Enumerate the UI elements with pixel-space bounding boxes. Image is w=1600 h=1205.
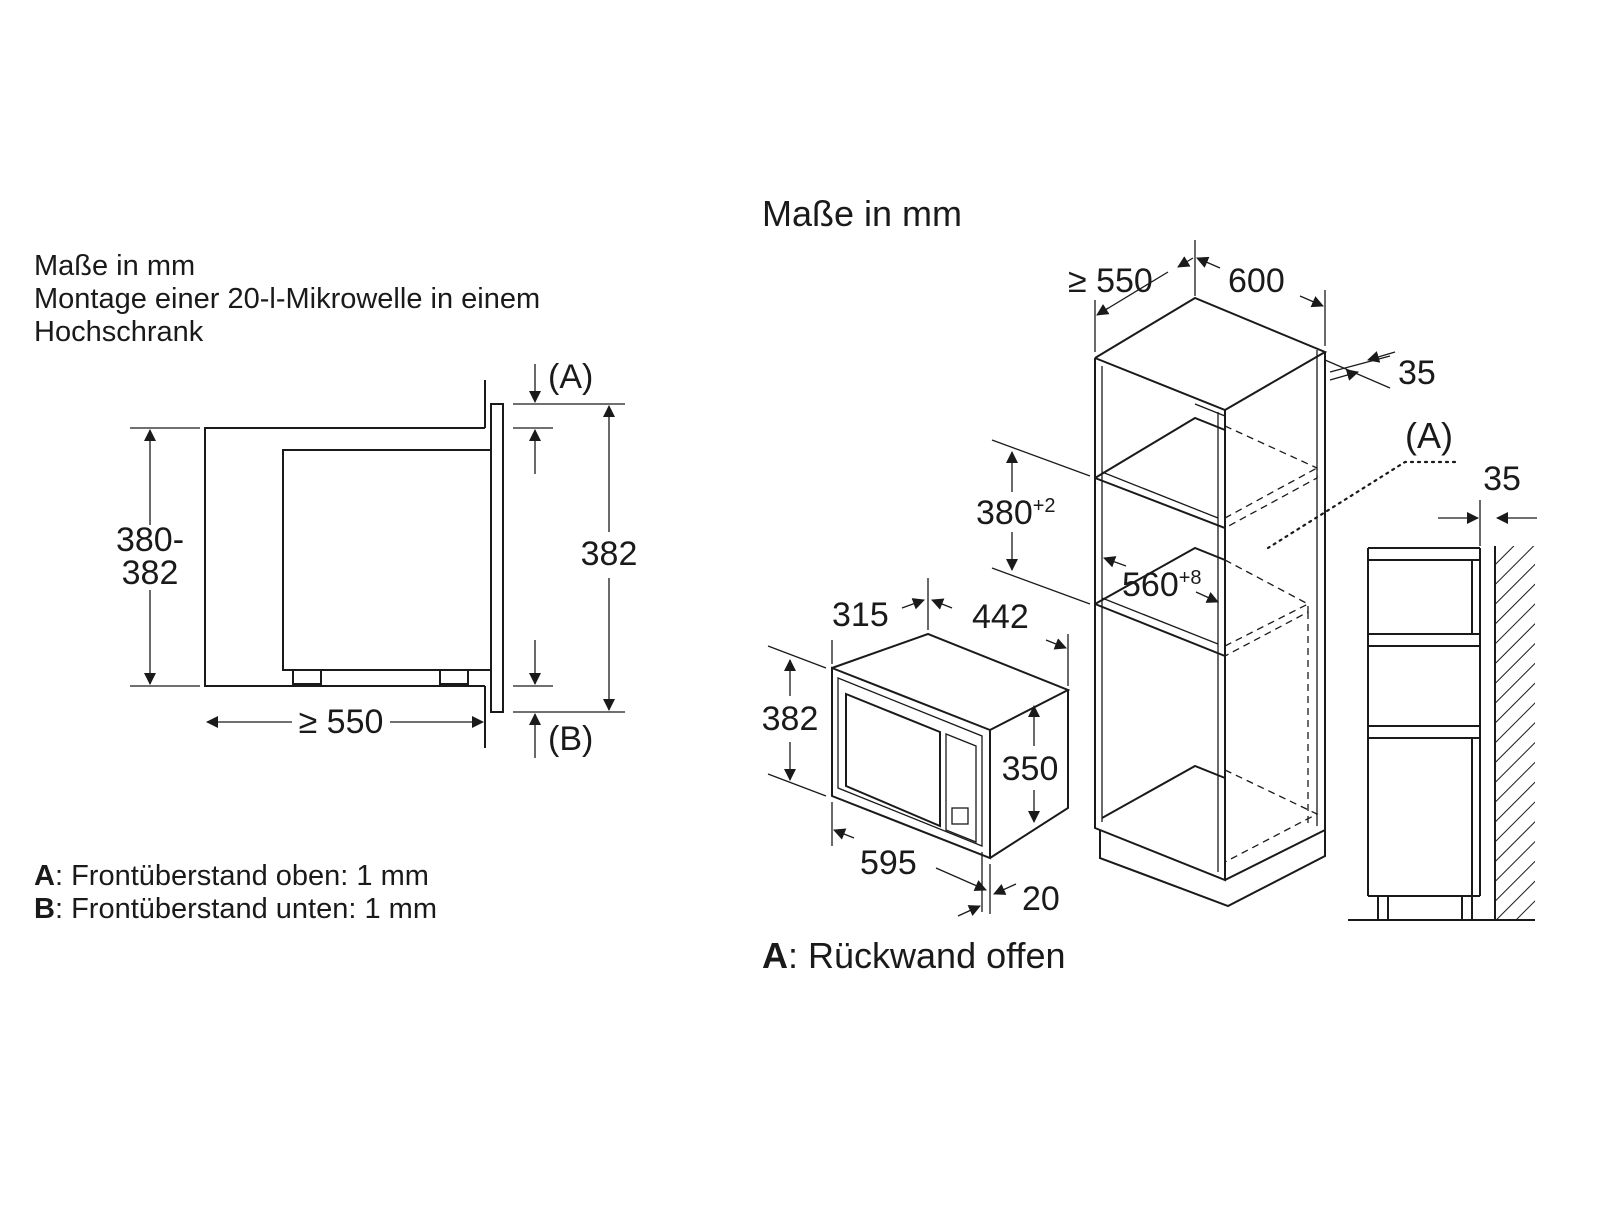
legend-right-text: : Rückwand offen	[788, 935, 1066, 976]
legend-a-text: : Frontüberstand oben: 1 mm	[55, 860, 429, 892]
microwave-isometric	[831, 632, 1071, 860]
marker-b-left: (B)	[548, 720, 593, 758]
microwave-dimensions: 315 442 382 350 595 20	[762, 578, 1069, 918]
dim-microwave-front-thickness: 20	[1022, 880, 1060, 918]
left-heading-line-3: Hochschrank	[34, 316, 204, 348]
dim-niche-width-tol: +8	[1179, 567, 1202, 589]
dim-niche-height: 380+2	[976, 494, 1056, 532]
left-dimensions: 380- 382 382 (A) (B) ≥ 550	[116, 358, 637, 758]
marker-a-right: (A)	[1405, 415, 1453, 456]
right-heading: Maße in mm	[762, 193, 962, 234]
microwave-side-section	[204, 380, 504, 748]
dim-height-range-top: 380-	[116, 521, 184, 559]
side-view-cabinet: 35	[1348, 460, 1537, 921]
left-heading-line-1: Maße in mm	[34, 250, 195, 282]
marker-a-leader	[1266, 460, 1457, 550]
dim-opening-height: 382	[581, 535, 638, 573]
tall-cabinet	[1094, 296, 1328, 908]
legend-a-left: A: Frontüberstand oben: 1 mm	[34, 860, 429, 892]
dim-depth-left: ≥ 550	[299, 703, 384, 741]
dim-microwave-body-width: 442	[972, 598, 1029, 636]
legend-right: A: Rückwand offen	[762, 935, 1066, 976]
left-legend: A: Frontüberstand oben: 1 mm B: Frontübe…	[34, 860, 437, 925]
dim-microwave-front-width: 595	[860, 844, 917, 882]
dim-niche-width-value: 560	[1122, 566, 1179, 604]
dim-wall-gap: 35	[1483, 460, 1521, 498]
dim-side-gap: 35	[1398, 354, 1436, 392]
dim-niche-height-tol: +2	[1033, 495, 1056, 517]
dim-height-range-bottom: 382	[122, 554, 179, 592]
legend-a-key: A	[34, 860, 55, 892]
left-heading: Maße in mm Montage einer 20-l-Mikrowelle…	[34, 250, 540, 348]
dim-microwave-body-height: 350	[1002, 750, 1059, 788]
left-heading-line-2: Montage einer 20-l-Mikrowelle in einem	[34, 283, 540, 315]
dim-microwave-front-height: 382	[762, 700, 819, 738]
legend-b-text: : Frontüberstand unten: 1 mm	[55, 893, 437, 925]
dim-niche-height-value: 380	[976, 494, 1033, 532]
legend-b-key: B	[34, 893, 55, 925]
dim-microwave-depth: 315	[832, 596, 889, 634]
cabinet-dimensions: ≥ 550 600 35 380+2 560+8	[976, 240, 1436, 605]
marker-a-left: (A)	[548, 358, 593, 396]
dim-cabinet-width: 600	[1228, 262, 1285, 300]
legend-right-key: A	[762, 935, 788, 976]
dim-niche-width: 560+8	[1122, 566, 1202, 604]
dim-cabinet-depth: ≥ 550	[1068, 262, 1153, 300]
legend-b-left: B: Frontüberstand unten: 1 mm	[34, 893, 437, 925]
